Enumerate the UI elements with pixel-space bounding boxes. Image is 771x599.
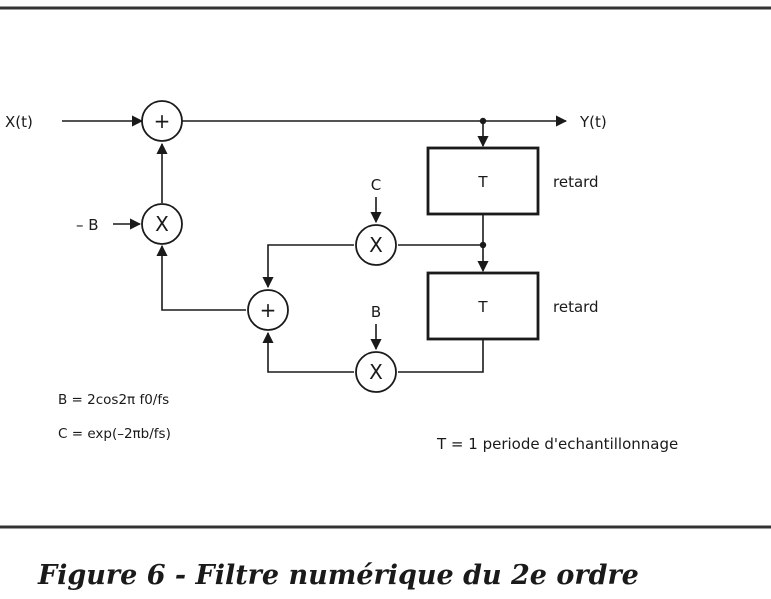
delay-block-2: T	[426, 271, 540, 341]
mult-node-c-symbol: X	[369, 233, 383, 257]
sum-node-input-symbol: +	[154, 109, 171, 133]
wire-sum2-to-multnegb	[156, 244, 246, 311]
b-coef-label: B	[371, 303, 381, 321]
t-definition: T = 1 periode d'echantillonnage	[436, 435, 678, 453]
figure-caption: Figure 6 - Filtre numérique du 2e ordre	[37, 560, 639, 591]
delay-caption-2: retard	[553, 298, 599, 316]
sum-node-input: +	[141, 100, 183, 142]
sum-node-feedback-symbol: +	[260, 298, 277, 322]
delay-caption-1: retard	[553, 173, 599, 191]
mult-node-b: X	[355, 351, 397, 393]
mult-node-neg-b: X	[141, 203, 183, 245]
delay-block-1: T	[426, 146, 540, 216]
wire-multb-to-sum2	[262, 331, 354, 373]
output-label: Y(t)	[579, 113, 607, 131]
c-coef-label: C	[371, 176, 381, 194]
sum-node-feedback: +	[247, 289, 289, 331]
b-formula: B = 2cos2π f0/fs	[58, 392, 169, 408]
mult-node-c: X	[355, 224, 397, 266]
junction-dot-output	[479, 117, 487, 125]
input-label: X(t)	[5, 113, 33, 131]
delay-block-2-label: T	[477, 298, 488, 316]
wire-multc-to-sum2	[262, 244, 354, 289]
mult-node-neg-b-symbol: X	[155, 212, 169, 236]
delay-block-1-label: T	[477, 173, 488, 191]
c-formula: C = exp(–2πb/fs)	[58, 426, 171, 442]
neg-b-label: – B	[76, 216, 99, 234]
wire-delay2-to-multb	[398, 339, 484, 373]
mult-node-b-symbol: X	[369, 360, 383, 384]
signal-wires	[62, 115, 568, 373]
junction-dot-tap	[479, 241, 487, 249]
